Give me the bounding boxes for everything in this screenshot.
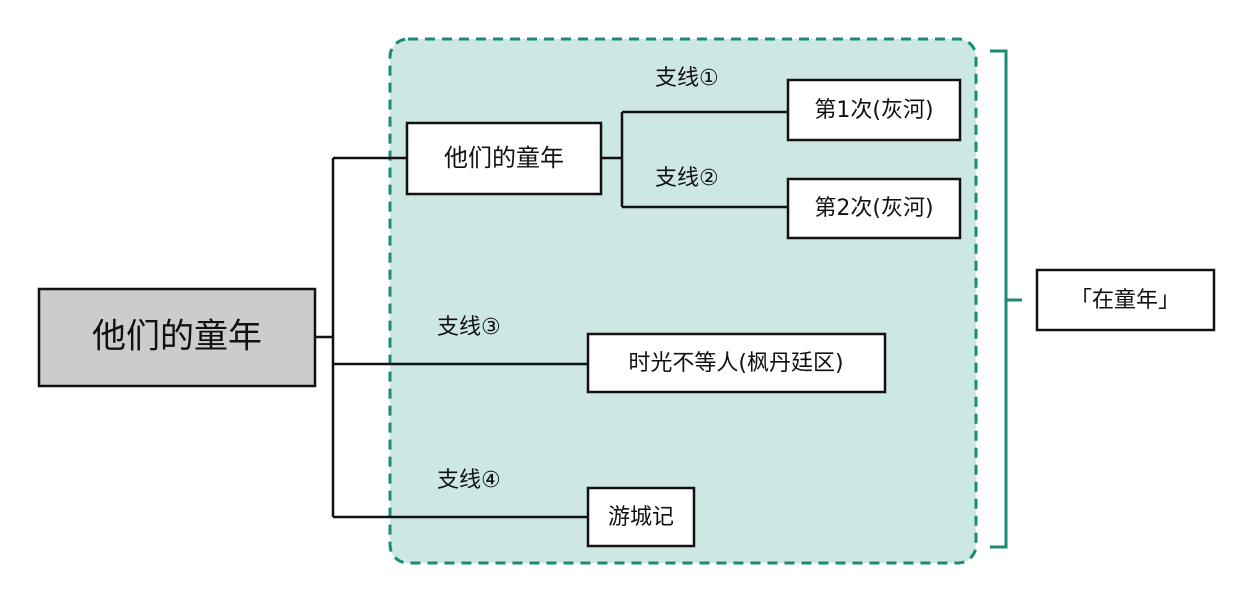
branch-4-node: 游城记 <box>586 486 696 548</box>
branch-4-node-label: 游城记 <box>608 505 674 530</box>
connector-lines <box>315 110 788 519</box>
group-label: 「在童年」 <box>1070 288 1180 313</box>
branch-3-node-label: 时光不等人(枫丹廷区) <box>628 351 843 376</box>
branch-1-label: 支线① <box>655 66 719 91</box>
branch-2-node-label: 第2次(灰河) <box>814 196 933 221</box>
branch-3-node: 时光不等人(枫丹廷区) <box>586 332 887 394</box>
root-label: 他们的童年 <box>92 317 262 357</box>
group-label-node: 「在童年」 <box>1035 268 1216 332</box>
branch-3-label: 支线③ <box>437 315 501 340</box>
branch-1-node-label: 第1次(灰河) <box>814 98 933 123</box>
right-bracket-icon <box>990 49 1022 549</box>
sub-node: 他们的童年 <box>405 121 603 196</box>
branch-4-label: 支线④ <box>437 468 501 493</box>
branch-2-label: 支线② <box>655 166 719 191</box>
root-node: 他们的童年 <box>37 287 317 388</box>
branch-2-node: 第2次(灰河) <box>786 177 962 240</box>
branch-1-node: 第1次(灰河) <box>786 78 962 142</box>
sub-label: 他们的童年 <box>444 144 564 172</box>
